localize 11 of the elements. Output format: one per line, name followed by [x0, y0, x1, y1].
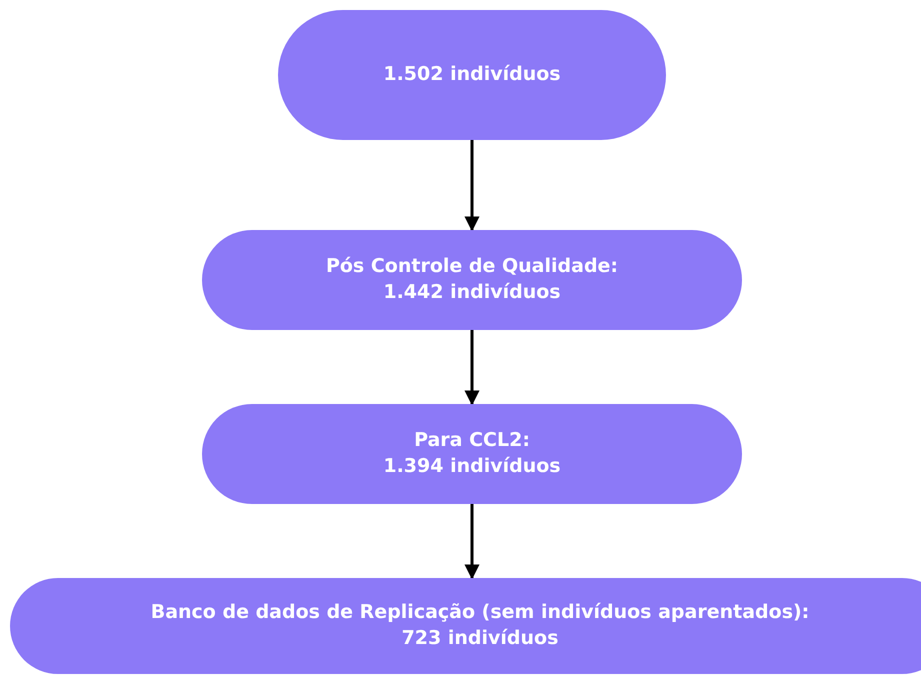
- box-text: 1.394 indivíduos: [383, 454, 561, 479]
- box-text: 723 indivíduos: [402, 626, 558, 651]
- box-text: Para CCL2:: [414, 428, 530, 454]
- arrow: [464, 140, 480, 232]
- arrow: [464, 504, 480, 580]
- box-text: Pós Controle de Qualidade:: [326, 254, 618, 280]
- box-text: 1.502 indivíduos: [383, 62, 561, 88]
- arrow: [464, 330, 480, 406]
- box-text: Banco de dados de Replicação (sem indivíduos aparentados):: [150, 600, 810, 626]
- process-box: [10, 578, 921, 674]
- box-text: 1.442 indivíduos: [383, 280, 561, 305]
